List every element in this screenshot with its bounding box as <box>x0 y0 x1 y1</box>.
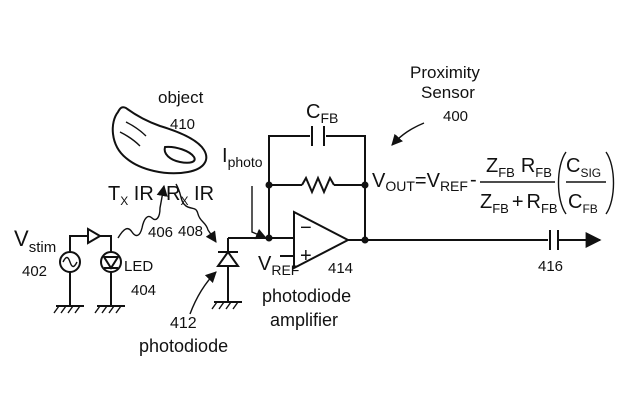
rx-ref: 408 <box>178 223 203 240</box>
vstim-label: Vstim <box>14 226 56 256</box>
cfb-label: CFB <box>306 101 338 126</box>
title-line2: Sensor <box>421 83 475 102</box>
capacitor-icon <box>311 126 325 146</box>
amp-ref: 414 <box>328 260 353 277</box>
rx-ir-label: RX IR <box>166 183 214 208</box>
tx-ir-arrow-icon <box>117 184 168 239</box>
tx-ref: 406 <box>148 224 173 241</box>
led-ref: 404 <box>131 282 156 299</box>
equation-denominator: ZFB+RFB <box>480 191 558 216</box>
finger-icon <box>111 106 208 175</box>
photodiode-icon <box>216 250 240 267</box>
object-ref: 410 <box>170 116 195 133</box>
feedback-junction-right <box>361 181 369 189</box>
feedback-junction-left <box>265 181 273 189</box>
rx-ir-arrow-icon <box>175 183 217 243</box>
object-label: object <box>158 88 204 107</box>
photodiode-pointer-arrow-icon <box>189 271 217 315</box>
iphoto-label: Iphoto <box>222 145 263 170</box>
equation-lhs: VOUT=VREF <box>372 170 468 194</box>
photodiode-label: photodiode <box>139 336 228 356</box>
title-ref: 400 <box>443 108 468 125</box>
vref-label: VREF <box>258 253 299 278</box>
led-icon <box>100 251 122 273</box>
equation-right-paren <box>605 151 615 215</box>
amp-label-line1: photodiode <box>262 286 351 306</box>
ground-icon <box>53 305 125 314</box>
title-line1: Proximity <box>410 63 480 82</box>
photodiode-ref: 412 <box>170 315 197 332</box>
ac-source-icon <box>59 251 81 273</box>
output-ref: 416 <box>538 258 563 275</box>
source-wire <box>69 235 88 252</box>
iphoto-arrow-icon <box>251 186 268 240</box>
source-ref: 402 <box>22 263 47 280</box>
equation-left-paren <box>557 151 567 215</box>
title-pointer-arrow-icon <box>391 122 425 146</box>
buffer-to-led-wire <box>100 235 112 252</box>
ground-icon <box>211 301 242 310</box>
equation-csig: CSIG <box>566 155 601 180</box>
amp-minus-sign: − <box>300 217 312 239</box>
equation-minus: - <box>470 169 477 191</box>
op-amp-icon <box>293 210 351 270</box>
feedback-right-wire <box>326 135 366 240</box>
buffer-triangle-icon <box>87 227 102 245</box>
output-junction <box>361 236 369 244</box>
equation-cfb: CFB <box>568 191 598 216</box>
tx-ir-label: TX IR <box>108 183 154 208</box>
feedback-left-wire <box>268 135 310 238</box>
resistor-icon <box>301 175 335 195</box>
amp-label-line2: amplifier <box>270 310 338 330</box>
amp-plus-sign: + <box>300 245 312 267</box>
led-label: LED <box>124 258 153 275</box>
capacitor-icon <box>549 230 559 250</box>
